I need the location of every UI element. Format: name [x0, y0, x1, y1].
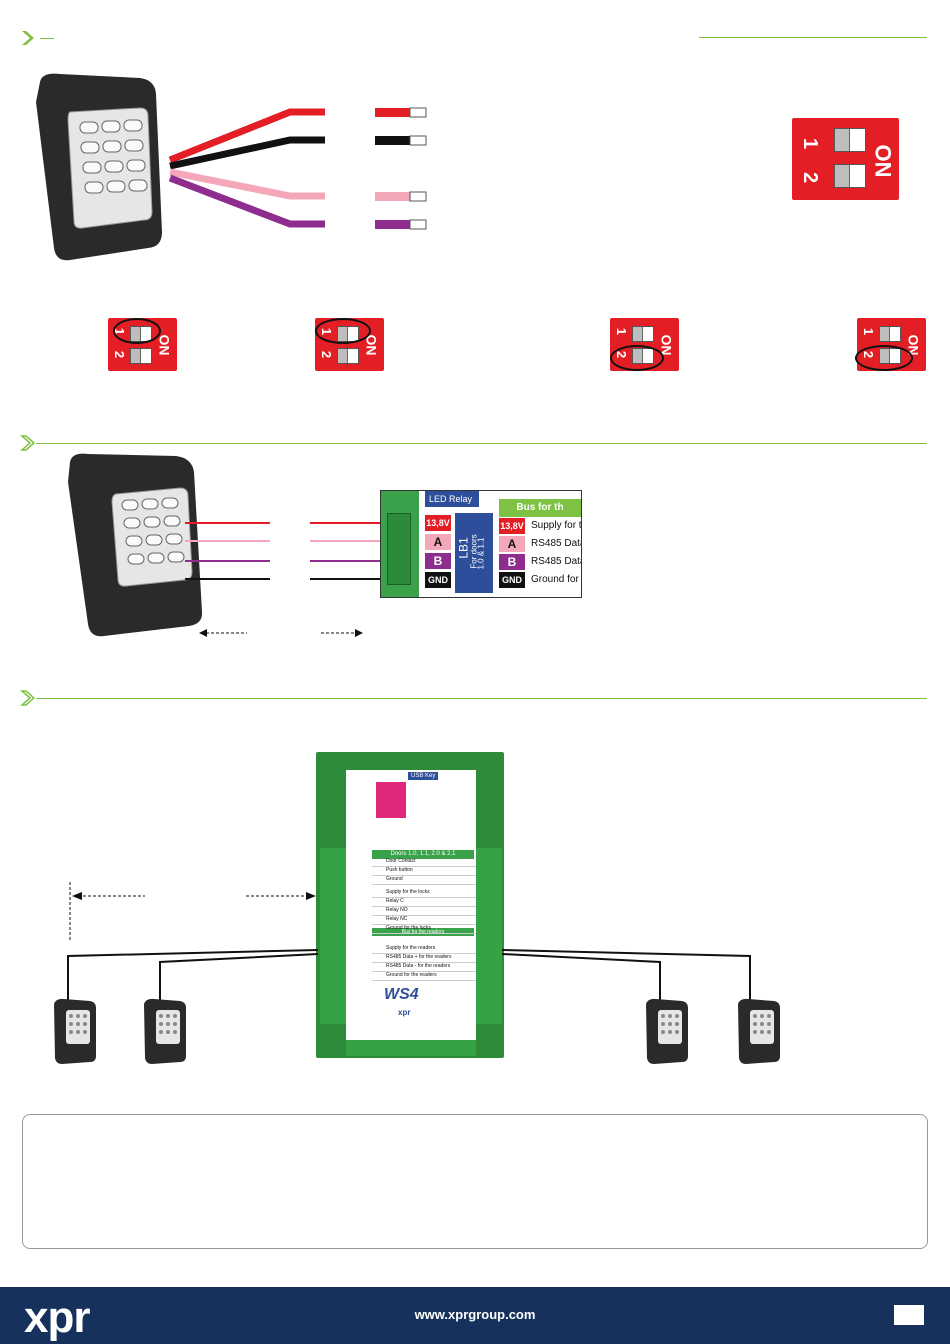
page-footer: xpr www.xprgroup.com — [0, 1287, 950, 1344]
dip-switch-large: 1 2 ON — [792, 118, 899, 200]
dip-on-label: ON — [156, 334, 173, 356]
bus-tag-138v: 13,8V — [425, 515, 451, 531]
board-left-terminals — [320, 848, 346, 1024]
doors-title: Doors 1.0, 1.1, 2.0 & 2.1 — [372, 850, 474, 859]
section-rule-right — [699, 37, 927, 38]
lb1-label: LB1 — [456, 537, 471, 559]
doors-label: 1.0 & 1.1 — [476, 537, 486, 570]
dip-toggle-2 — [337, 348, 359, 364]
dip-label: 1 — [861, 327, 877, 336]
page-number-box — [894, 1305, 924, 1325]
board-row: Relay C — [372, 898, 476, 907]
footer-url: www.xprgroup.com — [414, 1307, 536, 1322]
dip-switch-1-label: 1 — [799, 137, 822, 150]
dip-label: 2 — [112, 350, 128, 359]
dip-toggle-2 — [130, 348, 152, 364]
board-row: Ground for the locks — [372, 925, 476, 934]
board-bus-row: RS485 Data + for the readers — [372, 954, 476, 963]
highlight-circle — [113, 318, 161, 344]
terminal-bus-table: LED Relay 13,8V A B GND LB1 For doors 1.… — [380, 490, 582, 598]
board-row: Door Contact — [372, 858, 476, 867]
section-rule — [40, 38, 54, 39]
bus-row-tag: A — [499, 536, 525, 552]
board-panel — [346, 770, 476, 1040]
chevron-right-icon — [20, 435, 36, 451]
reader-icon — [646, 998, 688, 1064]
usb-key-label: USB Key — [408, 772, 439, 780]
bus-row-tag: GND — [499, 572, 525, 588]
dip-label: 1 — [614, 327, 630, 336]
section-rule — [36, 443, 927, 444]
dip-toggle-1 — [632, 326, 654, 342]
bus-row-desc: RS485 Data — [531, 538, 582, 549]
led-relay-header: LED Relay — [425, 491, 479, 507]
board-bus-row: Supply for the readers — [372, 945, 476, 954]
bus-title: Bus for th — [499, 499, 581, 517]
dip-switch-2-label: 2 — [799, 171, 822, 184]
board-bus-row: RS485 Data - for the readers — [372, 963, 476, 972]
dip-label: 2 — [319, 350, 335, 359]
board-row: Relay NO — [372, 907, 476, 916]
bus-row-desc: Supply for th — [531, 520, 582, 531]
highlight-circle — [315, 318, 371, 344]
dip-toggle-1 — [879, 326, 901, 342]
section-rule — [36, 698, 927, 699]
reader-icon — [738, 998, 780, 1064]
board-right-terminals — [476, 848, 502, 1024]
bus-tag-b: B — [425, 553, 451, 569]
board-row: Relay NC — [372, 916, 476, 925]
xpr-small-logo: xpr — [398, 1008, 411, 1017]
lb1-block — [455, 513, 493, 593]
bus-readers-title: Bus for the readers — [372, 928, 474, 936]
connector-pins — [387, 513, 411, 585]
bus-row-tag: B — [499, 554, 525, 570]
reader2-wires — [185, 522, 385, 637]
chevron-right-icon — [22, 31, 34, 45]
board-bottom-terminals — [346, 1040, 476, 1056]
note-box — [22, 1114, 928, 1249]
dip-on-label: ON — [870, 144, 896, 178]
highlight-circle — [855, 345, 913, 371]
dip-toggle-2 — [834, 164, 866, 188]
bus-row-desc: RS485 Data — [531, 556, 582, 567]
bus-tag-a: A — [425, 534, 451, 550]
reader-icon — [144, 998, 186, 1064]
reader-wires — [168, 107, 427, 230]
board-bus-row: Ground for the readers — [372, 972, 476, 981]
dip-toggle-1 — [834, 128, 866, 152]
board-row-list: Door Contact Push button Ground Supply f… — [372, 858, 476, 981]
keypad-reader-image — [36, 73, 162, 261]
board-row: Push button — [372, 867, 476, 876]
bus-row-desc: Ground for th — [531, 574, 581, 585]
keypad-reader-image — [68, 453, 203, 637]
chevron-right-icon — [20, 690, 36, 706]
bus-row-tag: 13,8V — [499, 518, 525, 534]
ws4-logo: WS4 — [384, 986, 419, 1003]
pink-block — [376, 782, 406, 818]
highlight-circle — [610, 345, 664, 371]
bus-tag-gnd: GND — [425, 572, 451, 588]
reader-icon — [54, 998, 96, 1064]
bus-wiring — [67, 882, 751, 1000]
board-row: Supply for the locks — [372, 889, 476, 898]
controller-board: USB Key Doors 1.0, 1.1, 2.0 & 2.1 Bus fo… — [316, 752, 504, 1058]
board-row: Ground — [372, 876, 476, 885]
xpr-logo: xpr — [24, 1293, 90, 1342]
